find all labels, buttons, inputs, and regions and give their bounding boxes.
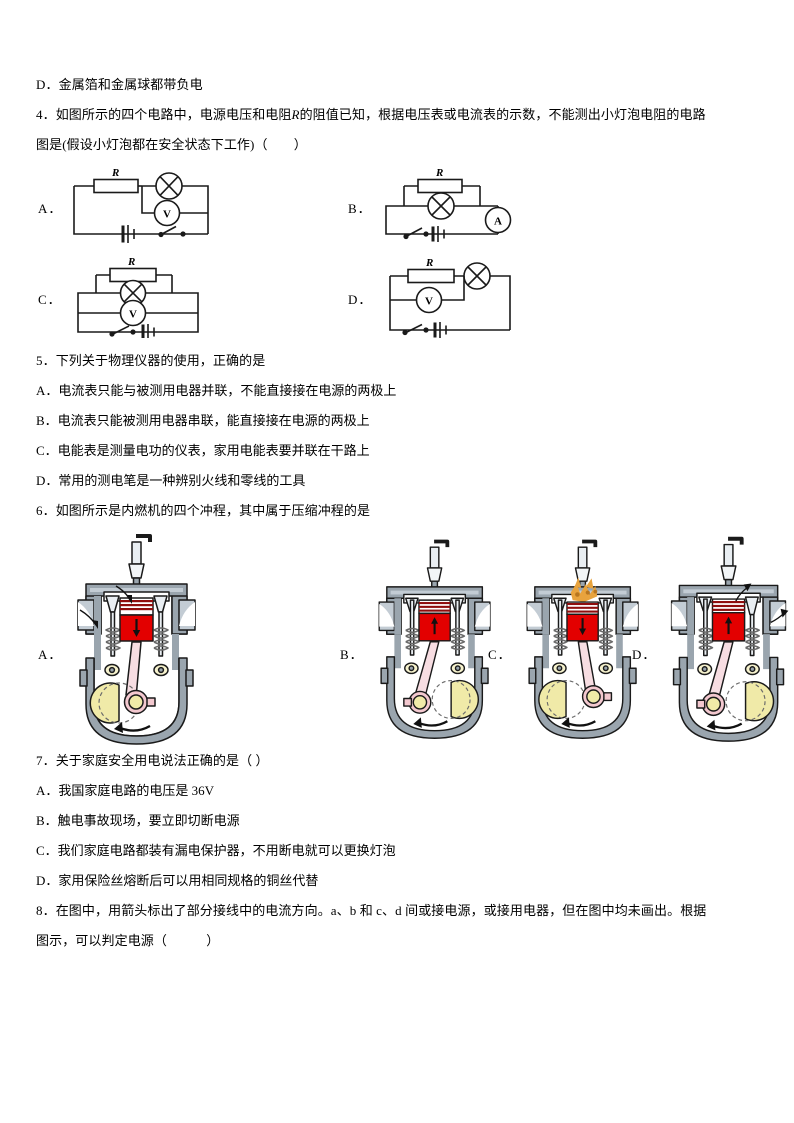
q3-option-d: D．金属箔和金属球都带负电 bbox=[36, 77, 203, 92]
spark-burst-icon bbox=[570, 576, 597, 602]
q4-figure-a-label: A． bbox=[38, 200, 63, 216]
q6-figure-b: B． bbox=[340, 528, 506, 746]
q4-stem-part1: 4．如图所示的四个电路中，电源电压和电阻 bbox=[36, 107, 292, 122]
ammeter-label-b: A bbox=[494, 216, 502, 228]
q6-figure-a: A． bbox=[38, 528, 212, 746]
q7-option-a: A．我国家庭电路的电压是 36V bbox=[36, 783, 215, 798]
q4-figure-b: B． bbox=[348, 168, 526, 246]
resistor-label-c: R bbox=[127, 258, 135, 268]
q4-figure-group: A． bbox=[36, 164, 758, 346]
q5-option-b: B．电流表只能被测用电器串联，能直接接在电源的两极上 bbox=[36, 413, 370, 428]
circuit-diagram-d: R V bbox=[389, 258, 512, 338]
circuit-diagram-c: R V bbox=[76, 258, 199, 338]
q6-figure-c: C． bbox=[488, 528, 654, 746]
q6-figure-b-label: B． bbox=[340, 646, 364, 662]
q5-option-a: A．电流表只能与被测用电器并联，不能直接接在电源的两极上 bbox=[36, 383, 397, 398]
engine-diagram-intake bbox=[77, 533, 197, 745]
q4-stem-line2: 图是(假设小灯泡都在安全状态下工作)（ ） bbox=[36, 137, 307, 152]
voltmeter-label-c: V bbox=[129, 309, 137, 321]
q5-option-d: D．常用的测电笔是一种辨别火线和零线的工具 bbox=[36, 473, 306, 488]
resistor-label-d: R bbox=[425, 258, 433, 269]
voltmeter-label-a: V bbox=[163, 209, 171, 221]
resistor-label-a: R bbox=[111, 168, 119, 179]
q6-figure-a-label: A． bbox=[38, 646, 63, 662]
engine-diagram-power bbox=[526, 539, 639, 739]
q4-figure-c: C． bbox=[38, 258, 216, 338]
q4-stem-italic-R: R bbox=[291, 107, 300, 122]
q4-figure-b-label: B． bbox=[348, 200, 372, 216]
q6-figure-d-label: D． bbox=[632, 646, 657, 662]
q7-option-c: C．我们家庭电路都装有漏电保护器，不用断电就可以更换灯泡 bbox=[36, 843, 396, 858]
circuit-diagram-b: R A bbox=[384, 168, 511, 242]
q6-figure-d: D． bbox=[632, 528, 794, 746]
q6-figure-group: A． bbox=[36, 528, 789, 746]
engine-diagram-exhaust bbox=[671, 536, 789, 742]
q7-option-d: D．家用保险丝熔断后可以用相同规格的铜丝代替 bbox=[36, 873, 319, 888]
q6-stem: 6．如图所示是内燃机的四个冲程，其中属于压缩冲程的是 bbox=[36, 503, 371, 518]
q7-option-b: B．触电事故现场，要立即切断电源 bbox=[36, 813, 240, 828]
q4-stem-line1: 4．如图所示的四个电路中，电源电压和电阻R的阻值已知，根据电压表或电流表的示数，… bbox=[36, 100, 758, 130]
q4-figure-c-label: C． bbox=[38, 291, 62, 307]
q6-figure-c-label: C． bbox=[488, 646, 512, 662]
q8-stem-line2: 图示，可以判定电源（ ） bbox=[36, 933, 220, 948]
q4-figure-d-label: D． bbox=[348, 291, 373, 307]
q4-figure-a: A． bbox=[38, 168, 216, 246]
q5-stem: 5．下列关于物理仪器的使用，正确的是 bbox=[36, 353, 266, 368]
voltmeter-label-d: V bbox=[425, 296, 433, 308]
circuit-diagram-a: R V bbox=[73, 168, 210, 243]
q7-stem: 7．关于家庭安全用电说法正确的是（ ） bbox=[36, 753, 269, 768]
q5-option-c: C．电能表是测量电功的仪表，家用电能表要并联在干路上 bbox=[36, 443, 370, 458]
q8-stem-line1: 8．在图中，用箭头标出了部分接线中的电流方向。a、b 和 c、d 间或接电源，或… bbox=[36, 903, 707, 918]
q4-figure-d: D． bbox=[348, 258, 526, 338]
engine-diagram-compression bbox=[378, 539, 491, 739]
q4-stem-part2: 的阻值已知，根据电压表或电流表的示数，不能测出小灯泡电阻的电路 bbox=[299, 107, 706, 122]
resistor-label-b: R bbox=[435, 168, 443, 179]
